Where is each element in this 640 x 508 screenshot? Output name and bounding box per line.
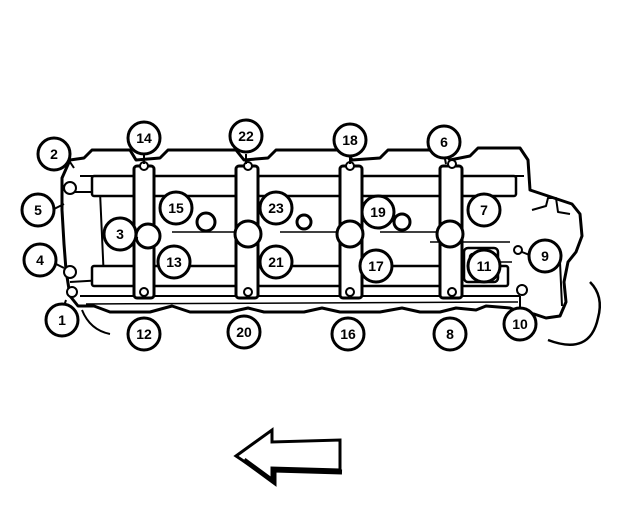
callout-number: 14 bbox=[136, 130, 152, 146]
callout-12: 12 bbox=[126, 316, 162, 352]
callout-number: 7 bbox=[480, 202, 488, 218]
callout-circle bbox=[226, 314, 262, 350]
callout-circle bbox=[158, 190, 194, 226]
callout-5: 5 bbox=[20, 192, 56, 228]
callout-17: 17 bbox=[358, 248, 394, 284]
callout-6: 6 bbox=[426, 124, 462, 160]
callout-1: 1 bbox=[44, 302, 80, 338]
callout-21: 21 bbox=[258, 244, 294, 280]
callout-4: 4 bbox=[22, 242, 58, 278]
callout-number: 15 bbox=[168, 200, 184, 216]
callout-number: 20 bbox=[236, 324, 252, 340]
callout-circle bbox=[44, 302, 80, 338]
callout-22: 22 bbox=[228, 118, 264, 154]
callout-circle bbox=[126, 316, 162, 352]
callout-23: 23 bbox=[258, 190, 294, 226]
callout-number: 13 bbox=[166, 254, 182, 270]
callout-2: 2 bbox=[36, 136, 72, 172]
callout-circle bbox=[258, 244, 294, 280]
callout-number: 3 bbox=[116, 226, 124, 242]
callout-9: 9 bbox=[527, 238, 563, 274]
callout-11: 11 bbox=[466, 248, 502, 284]
callout-circle bbox=[332, 122, 368, 158]
camshaft-upper bbox=[90, 174, 518, 198]
callout-3: 3 bbox=[102, 216, 138, 252]
callout-13: 13 bbox=[156, 244, 192, 280]
callout-circle bbox=[258, 190, 294, 226]
callout-10: 10 bbox=[502, 306, 538, 342]
callout-20: 20 bbox=[226, 314, 262, 350]
callout-circle bbox=[426, 124, 462, 160]
callout-circle bbox=[102, 216, 138, 252]
callout-number: 12 bbox=[136, 326, 152, 342]
callout-circle bbox=[22, 242, 58, 278]
callout-circle bbox=[432, 316, 468, 352]
callout-14: 14 bbox=[126, 120, 162, 156]
callout-circle bbox=[360, 194, 396, 230]
callout-circle bbox=[126, 120, 162, 156]
spark-plug-bores bbox=[134, 211, 465, 250]
callout-number: 18 bbox=[342, 132, 358, 148]
callout-circle bbox=[358, 248, 394, 284]
bolt-heads bbox=[63, 159, 528, 298]
callout-number: 9 bbox=[541, 248, 549, 264]
callout-circle bbox=[466, 192, 502, 228]
callout-circle bbox=[20, 192, 56, 228]
callout-number: 2 bbox=[50, 146, 58, 162]
callout-circle bbox=[502, 306, 538, 342]
callout-number: 5 bbox=[34, 202, 42, 218]
callout-number: 23 bbox=[268, 200, 284, 216]
callout-circle bbox=[330, 316, 366, 352]
callout-16: 16 bbox=[330, 316, 366, 352]
callout-number: 22 bbox=[238, 128, 254, 144]
callout-number: 8 bbox=[446, 326, 454, 342]
callout-19: 19 bbox=[360, 194, 396, 230]
callout-circle bbox=[156, 244, 192, 280]
callout-number: 4 bbox=[36, 252, 44, 268]
callout-18: 18 bbox=[332, 122, 368, 158]
callout-7: 7 bbox=[466, 192, 502, 228]
callout-number: 6 bbox=[440, 134, 448, 150]
callout-circle bbox=[527, 238, 563, 274]
callout-number: 1 bbox=[58, 312, 66, 328]
callout-circle bbox=[466, 248, 502, 284]
callout-number: 11 bbox=[477, 258, 492, 274]
callout-circle bbox=[36, 136, 72, 172]
callout-circle bbox=[228, 118, 264, 154]
callout-8: 8 bbox=[432, 316, 468, 352]
callout-number: 16 bbox=[340, 326, 356, 342]
callout-number: 17 bbox=[368, 258, 384, 274]
callout-number: 10 bbox=[512, 316, 528, 332]
callout-number: 19 bbox=[370, 204, 386, 220]
callout-number: 21 bbox=[268, 254, 284, 270]
callout-15: 15 bbox=[158, 190, 194, 226]
front-arrow bbox=[233, 427, 343, 487]
